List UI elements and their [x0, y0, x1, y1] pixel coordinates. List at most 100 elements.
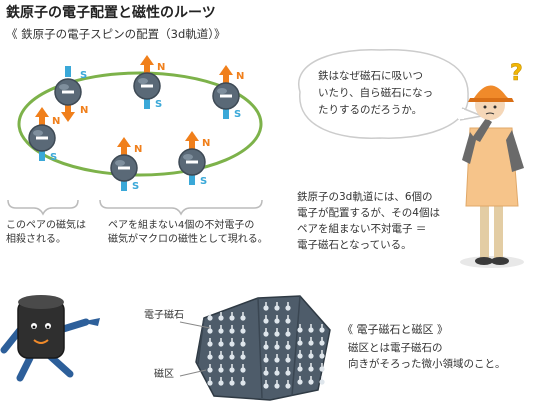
domain-note-line1: 磁区とは電子磁石の [348, 342, 443, 354]
domain-label: 磁区 [154, 369, 174, 380]
electron-magnet-dot [229, 351, 235, 360]
electron-magnet-dot [207, 364, 213, 373]
electron6-n-label: N [202, 138, 210, 149]
page-title: 鉄原子の電子配置と磁性のルーツ [6, 5, 216, 21]
electron-magnet-dot [218, 377, 224, 386]
electron-magnet-dot [274, 380, 280, 389]
electron-magnet-dot [297, 324, 303, 333]
speech-bubble [297, 49, 485, 139]
domain-note-line2: 向きがそろった微小領域のこと。 [348, 358, 506, 370]
electron-magnet-dot [308, 324, 314, 333]
electron-magnet-dot [207, 312, 213, 321]
electron-magnet-dot [229, 377, 235, 386]
unpaired-brace [99, 199, 263, 216]
explanation-text: 鉄原子の3d軌道には、6個の 電子が配置するが、その4個は ペアを組まない不対電… [297, 189, 440, 253]
electron-magnet-dot [263, 354, 269, 363]
electron2-n-label: N [52, 116, 60, 127]
electron-magnet-dot [308, 376, 314, 385]
domain-note-heading: 《 電子磁石と磁区 》 [342, 323, 448, 336]
electron-magnet-dot [285, 341, 291, 350]
question-mark-icon: ? [510, 61, 523, 86]
electron-magnet-dot [319, 363, 325, 372]
electron-spin-up-5 [178, 131, 206, 185]
explanation-line1: 鉄原子の3d軌道には、6個の [297, 191, 433, 203]
electron-magnet-dot [207, 377, 213, 386]
electron-magnet-dot [207, 325, 213, 334]
thinking-person-illustration: ? [460, 61, 524, 268]
paired-caption: このペアの磁気は 相殺される。 [6, 219, 86, 247]
electron1-n-label: N [80, 105, 88, 116]
electron-magnet-dot [297, 376, 303, 385]
explanation-line3: ペアを組まない不対電子 ＝ [297, 223, 427, 235]
orbit-ring [17, 71, 263, 177]
electron3-n-label: N [157, 62, 165, 73]
electron-magnet-dot [263, 380, 269, 389]
electron-magnet-dot [274, 354, 280, 363]
electron-magnet-dot [218, 351, 224, 360]
electron-magnet-dot [263, 341, 269, 350]
electron2-s-label: S [50, 152, 57, 163]
electron-magnet-dot [308, 350, 314, 359]
unpaired-caption-line1: ペアを組まない4個の不対電子の [108, 220, 255, 231]
electron-spin-up-3 [212, 65, 240, 119]
electron-magnet-dot [218, 338, 224, 347]
electron-magnet-dot [319, 324, 325, 333]
electron-magnet-dot [285, 354, 291, 363]
electron-magnet-dot [263, 315, 269, 324]
electron-spin-up-2 [133, 55, 161, 109]
electron-magnet-dot [285, 302, 291, 311]
electron-magnet-dot [229, 312, 235, 321]
electron-magnet-dot [274, 302, 280, 311]
unpaired-caption: ペアを組まない4個の不対電子の 磁気がマクロの磁性として現れる。 [108, 219, 268, 247]
speech-line3: たりするのだろうか。 [318, 104, 423, 116]
electron4-n-label: N [236, 71, 244, 82]
electron-magnet-dot [240, 364, 246, 373]
electron-magnet-dot [218, 325, 224, 334]
electron-magnet-dot [240, 325, 246, 334]
electron5-n-label: N [134, 144, 142, 155]
electron-magnet-dot [218, 312, 224, 321]
electron-magnet-dot [297, 337, 303, 346]
domain-leader [179, 369, 207, 377]
electron-magnet-dot [274, 367, 280, 376]
unpaired-caption-line2: 磁気がマクロの磁性として現れる。 [108, 234, 268, 245]
electron-spin-up-1 [28, 107, 56, 161]
speech-bubble-text: 鉄はなぜ磁石に吸いつ いたり、自ら磁石になっ たりするのだろうか。 [318, 68, 433, 119]
paired-caption-line1: このペアの磁気は [6, 220, 86, 231]
electron-magnet-dot [229, 364, 235, 373]
paired-brace [7, 199, 79, 216]
electron-magnet-dot [308, 337, 314, 346]
electron-magnet-dot [229, 325, 235, 334]
electron-spin-up-4 [110, 137, 138, 191]
diagram-subtitle: 《 鉄原子の電子スピンの配置（3d軌道）》 [6, 27, 226, 41]
electron4-s-label: S [234, 109, 241, 120]
electron-magnet-dot [240, 377, 246, 386]
electron-magnet-dot [218, 364, 224, 373]
speech-line1: 鉄はなぜ磁石に吸いつ [318, 70, 423, 82]
electron-magnet-dot [274, 328, 280, 337]
electron-magnet-dot [319, 350, 325, 359]
electron-magnet-dot [297, 350, 303, 359]
electron-magnet-dot [263, 367, 269, 376]
electron-magnet-dot [319, 337, 325, 346]
explanation-line2: 電子が配置するが、その4個は [297, 207, 440, 219]
electron-magnet-dot [319, 376, 325, 385]
electron-magnet-dot [240, 351, 246, 360]
electron-magnet-dot [297, 363, 303, 372]
electron-magnet-dot [274, 341, 280, 350]
electron-magnet-leader [179, 321, 211, 329]
electron-magnet-dot [274, 315, 280, 324]
electron1-s-label: S [80, 70, 87, 81]
electron-magnet-dot [229, 338, 235, 347]
electron3-s-label: S [155, 99, 162, 110]
paired-caption-line2: 相殺される。 [6, 234, 66, 245]
electron-magnet-dot [285, 328, 291, 337]
explanation-line4: 電子磁石となっている。 [297, 239, 412, 251]
electron-magnet-dot [285, 380, 291, 389]
electron-magnet-dot [240, 312, 246, 321]
domain-note-body: 磁区とは電子磁石の 向きがそろった微小領域のこと。 [348, 340, 506, 372]
electron6-s-label: S [200, 176, 207, 187]
electron-magnet-label: 電子磁石 [144, 310, 184, 321]
running-iron-character [0, 295, 100, 382]
